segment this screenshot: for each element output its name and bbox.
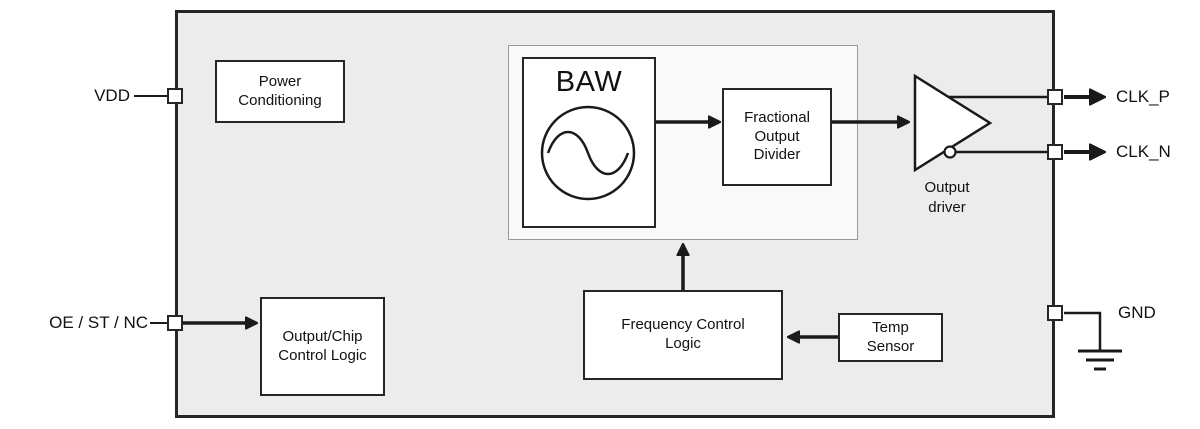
output-driver-label: Output driver: [924, 179, 970, 216]
fractional-output-divider-block: Fractional Output Divider: [722, 88, 832, 186]
baw-label: BAW: [555, 66, 623, 98]
ground-symbol-icon: [1078, 349, 1122, 371]
oe-label: OE / ST / NC: [49, 313, 148, 332]
gnd-label: GND: [1118, 303, 1156, 322]
clk-n-label: CLK_N: [1116, 142, 1171, 161]
oe-pin: [167, 315, 183, 331]
temp-sensor-label: Temp Sensor: [866, 318, 915, 355]
clk-n-pin: [1047, 144, 1063, 160]
output-chip-control-logic-label: Output/Chip Control Logic: [278, 327, 367, 364]
gnd-wire: [1064, 311, 1102, 350]
frequency-control-logic-block: Frequency Control Logic: [583, 290, 783, 380]
power-conditioning-label: Power Conditioning: [238, 72, 322, 109]
power-conditioning-block: Power Conditioning: [215, 60, 345, 123]
clk-p-pin: [1047, 89, 1063, 105]
frequency-control-logic-label: Frequency Control Logic: [621, 316, 745, 352]
output-chip-control-logic-block: Output/Chip Control Logic: [260, 297, 385, 396]
fractional-output-divider-label: Fractional Output Divider: [744, 108, 810, 164]
clk-p-label: CLK_P: [1116, 87, 1170, 106]
baw-block: BAW: [522, 57, 656, 228]
vdd-label: VDD: [94, 86, 130, 105]
temp-sensor-block: Temp Sensor: [838, 313, 943, 362]
clk-output-arrows: [1064, 97, 1103, 152]
gnd-pin: [1047, 305, 1063, 321]
vdd-pin: [167, 88, 183, 104]
